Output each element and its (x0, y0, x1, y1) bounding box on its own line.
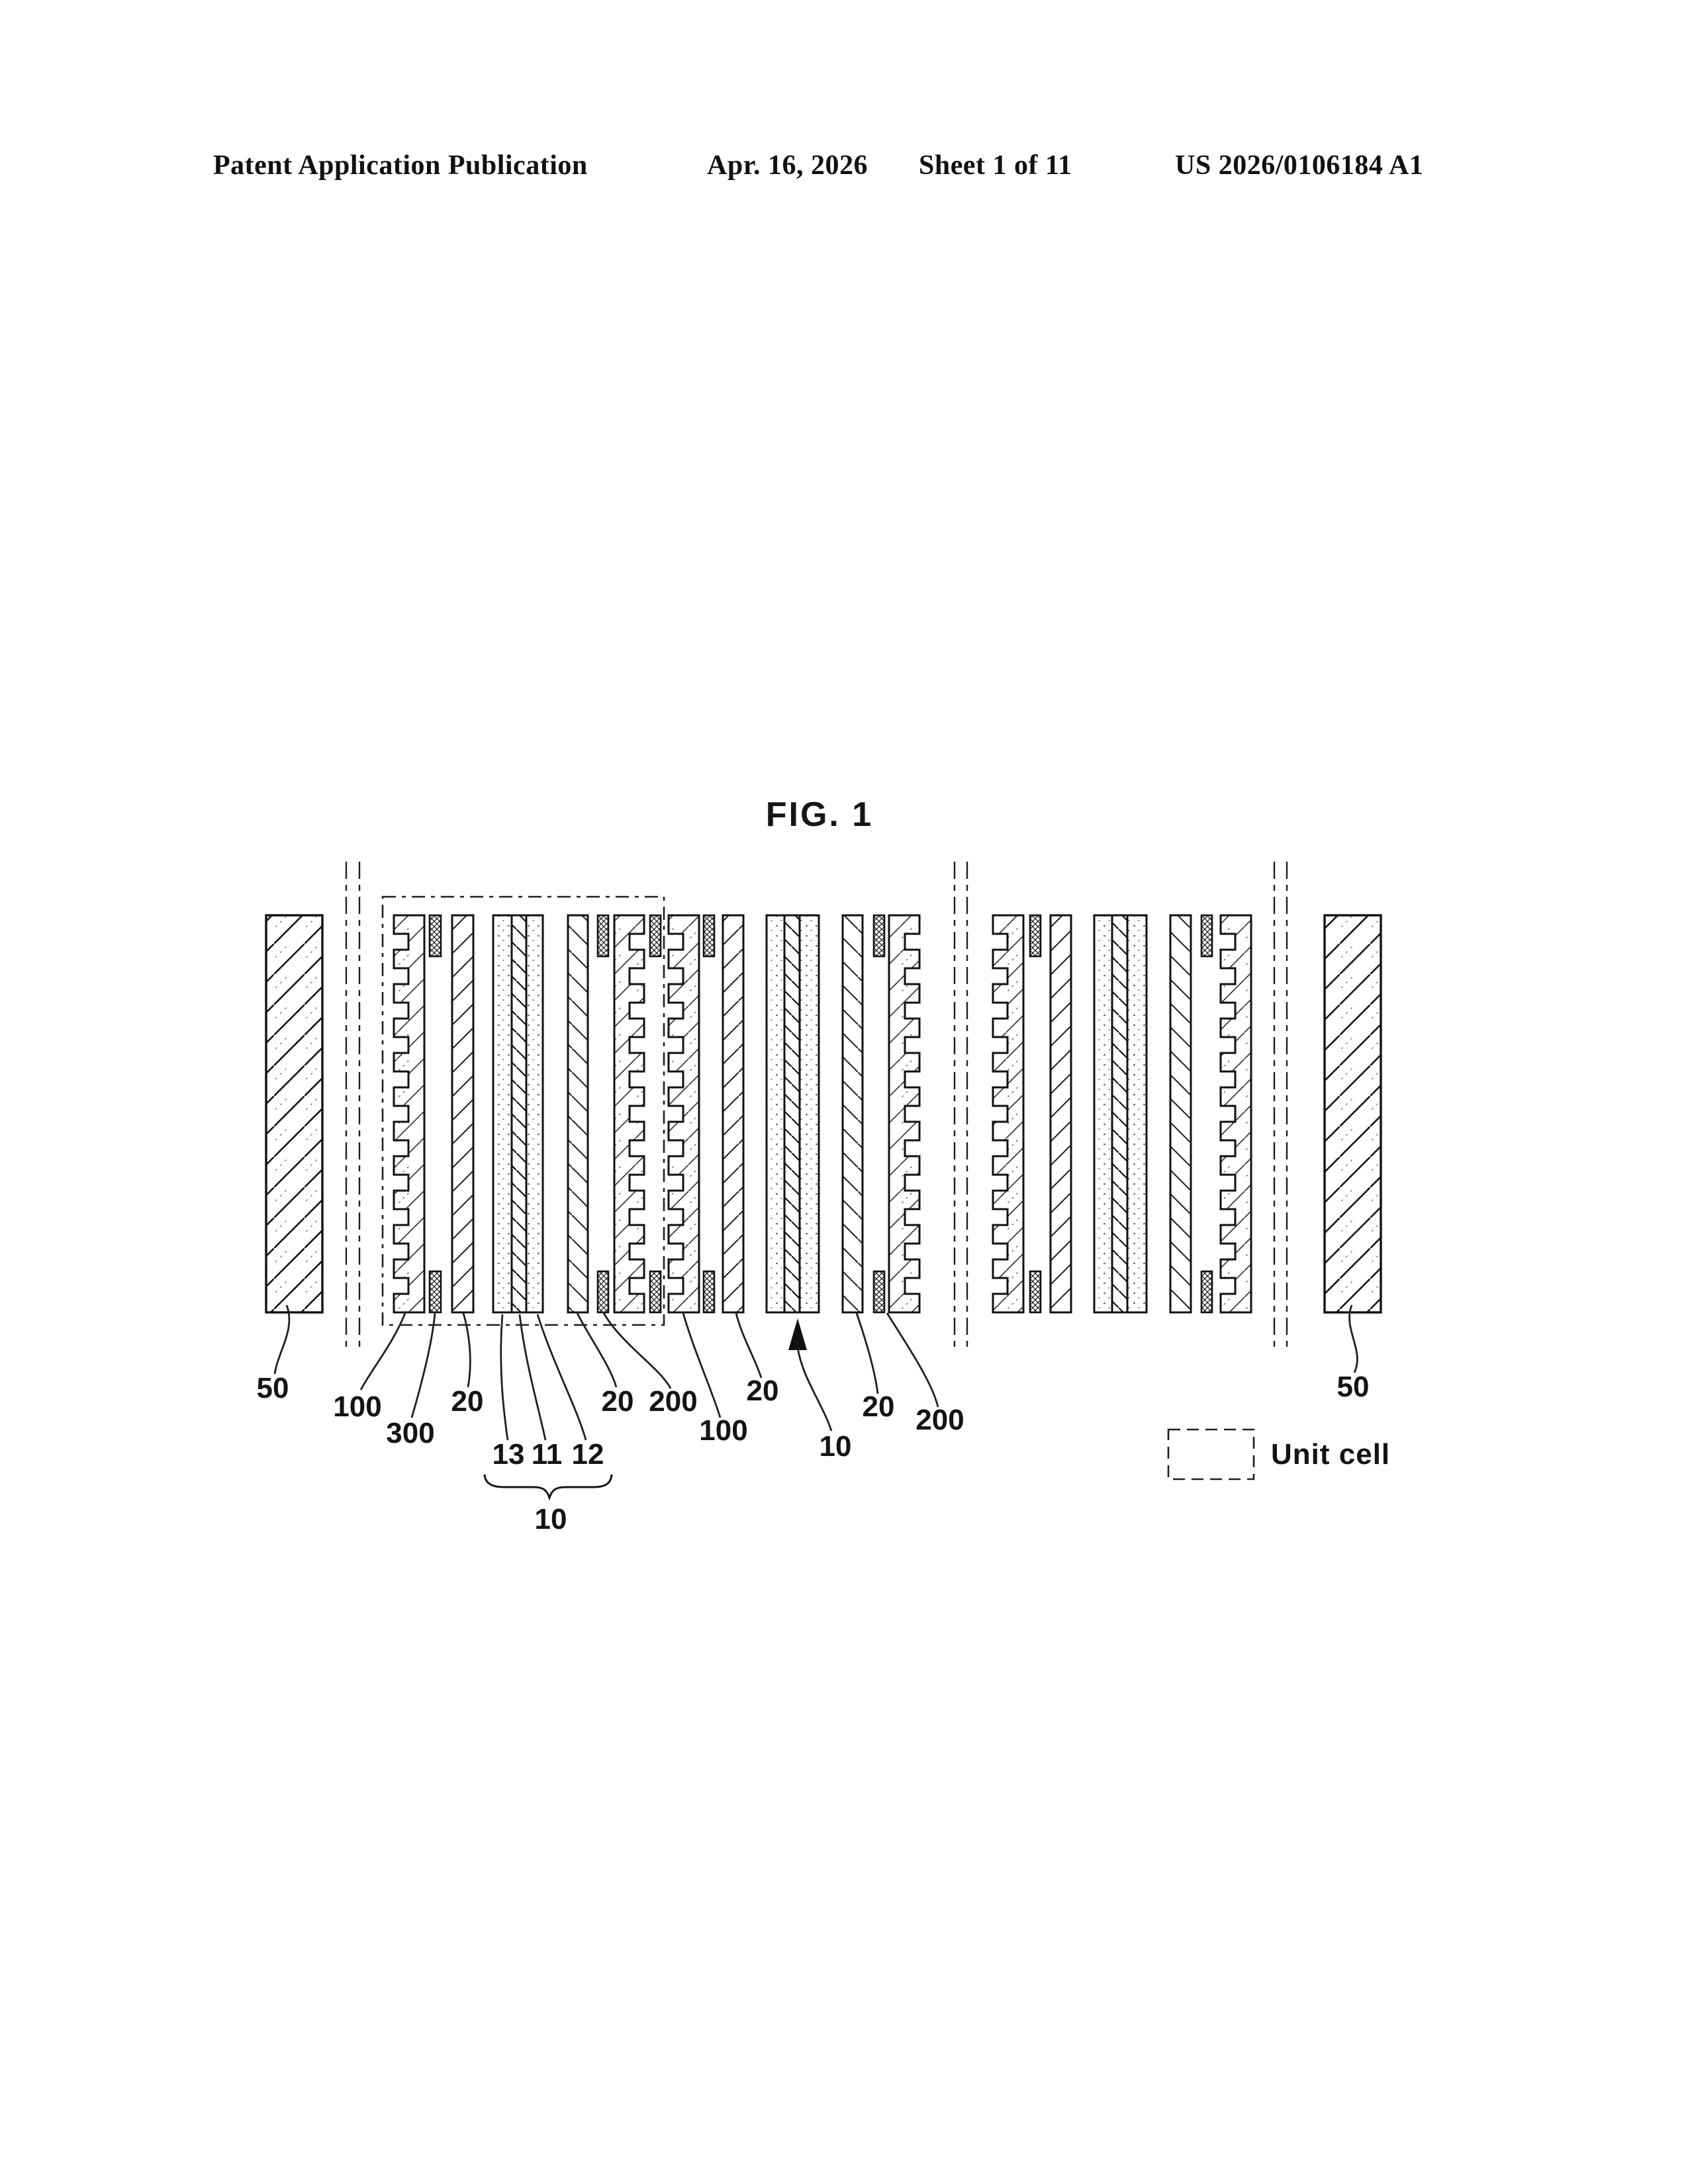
separator-plate-column (992, 914, 1025, 1314)
ref-label-end-plate-right: 50 (1337, 1371, 1370, 1403)
gdl-plate-column (722, 914, 745, 1314)
gdl-plate-column (1049, 914, 1072, 1314)
leader-lines (273, 1304, 1358, 1441)
leader-200-c (886, 1312, 939, 1408)
gdl-plate-column (567, 914, 589, 1314)
header-publication-number: US 2026/0106184 A1 (1175, 150, 1424, 181)
ref-label-gdl-b: 20 (602, 1385, 634, 1418)
leader-50-right (1348, 1304, 1358, 1373)
mea-electrode-layer (525, 914, 544, 1314)
header-publication-title: Patent Application Publication (213, 150, 588, 181)
leader-100-a (359, 1312, 406, 1390)
leader-50-left (273, 1304, 291, 1375)
mea-electrode-layer (1093, 914, 1113, 1314)
leader-300 (410, 1312, 436, 1418)
header-sheet-count: Sheet 1 of 11 (919, 150, 1072, 181)
mea-arrow-pointer (788, 1318, 833, 1432)
legend-unit-cell-label: Unit cell (1271, 1438, 1390, 1471)
gasket-block-top (702, 914, 716, 958)
end-plate-column (1323, 914, 1382, 1314)
leader-20-a (462, 1312, 471, 1388)
figure-title: FIG. 1 (766, 796, 873, 834)
separator-plate-column (1219, 914, 1252, 1314)
mea-electrode-layer (1126, 914, 1148, 1314)
leader-12 (536, 1314, 587, 1441)
gasket-block-bottom (872, 1270, 886, 1314)
ref-label-mea-arrow-10: 10 (820, 1430, 852, 1463)
ref-label-end-plate-left: 50 (257, 1372, 289, 1404)
ref-label-electrode-13: 13 (492, 1438, 525, 1471)
unit-cell-outline (381, 895, 665, 1326)
legend: Unit cell (1167, 1428, 1390, 1480)
ref-label-gdl-c: 20 (747, 1375, 779, 1407)
leader-20-d (855, 1312, 879, 1394)
separator-plate-column (393, 914, 426, 1314)
leader-100-b (682, 1312, 722, 1418)
reference-labels: 50 100 300 20 13 11 12 10 20 200 100 20 … (257, 1371, 1370, 1535)
ref-label-electrode-12: 12 (572, 1438, 604, 1471)
leader-20-c (735, 1312, 763, 1379)
gasket-block-bottom (428, 1270, 442, 1314)
gasket-block-bottom (1200, 1270, 1213, 1314)
gasket-block-top (872, 914, 886, 958)
gasket-block-top (428, 914, 442, 958)
separator-plate-column (888, 914, 921, 1314)
cell-stack (265, 914, 1382, 1314)
gdl-plate-column (451, 914, 475, 1314)
ref-label-gdl-a: 20 (451, 1385, 484, 1418)
separator-plate-column (667, 914, 700, 1314)
arrow-shaft (796, 1347, 833, 1432)
separator-plate-column (613, 914, 645, 1314)
gasket-block-bottom (649, 1270, 662, 1314)
header-date: Apr. 16, 2026 (707, 150, 868, 181)
mea-electrode-layer (798, 914, 820, 1314)
leader-11 (518, 1314, 547, 1441)
mea-electrode-layer (492, 914, 513, 1314)
gdl-plate-column (1169, 914, 1192, 1314)
ref-label-separator-b: 100 (699, 1414, 747, 1447)
mea-electrode-layer (765, 914, 786, 1314)
gdl-plate-column (841, 914, 864, 1314)
ref-label-separator-a: 100 (333, 1390, 381, 1423)
leader-200-b (602, 1312, 672, 1389)
gasket-block-bottom (1029, 1270, 1042, 1314)
ref-label-gasket-b: 200 (649, 1385, 697, 1418)
ref-label-membrane-11: 11 (532, 1438, 563, 1471)
ref-label-gasket-d: 200 (915, 1404, 964, 1436)
leader-20-b (576, 1312, 618, 1388)
gasket-block-bottom (702, 1270, 716, 1314)
mea-membrane-layer (1111, 914, 1129, 1314)
ref-label-gdl-d: 20 (863, 1390, 895, 1423)
gasket-block-top (1029, 914, 1042, 958)
legend-unit-cell-box (1167, 1428, 1255, 1480)
gasket-block-top (649, 914, 662, 958)
ref-label-subgasket: 300 (386, 1417, 434, 1449)
mea-brace (483, 1474, 613, 1501)
break-lines (345, 862, 1288, 1351)
mea-membrane-layer (510, 914, 528, 1314)
mea-membrane-layer (783, 914, 801, 1314)
gasket-block-top (1200, 914, 1213, 958)
arrow-head-icon (788, 1318, 807, 1350)
leader-13 (500, 1314, 509, 1441)
end-plate-column (265, 914, 324, 1314)
gasket-block-bottom (596, 1270, 610, 1314)
gasket-block-top (596, 914, 610, 958)
ref-label-mea-group-10: 10 (535, 1503, 567, 1535)
